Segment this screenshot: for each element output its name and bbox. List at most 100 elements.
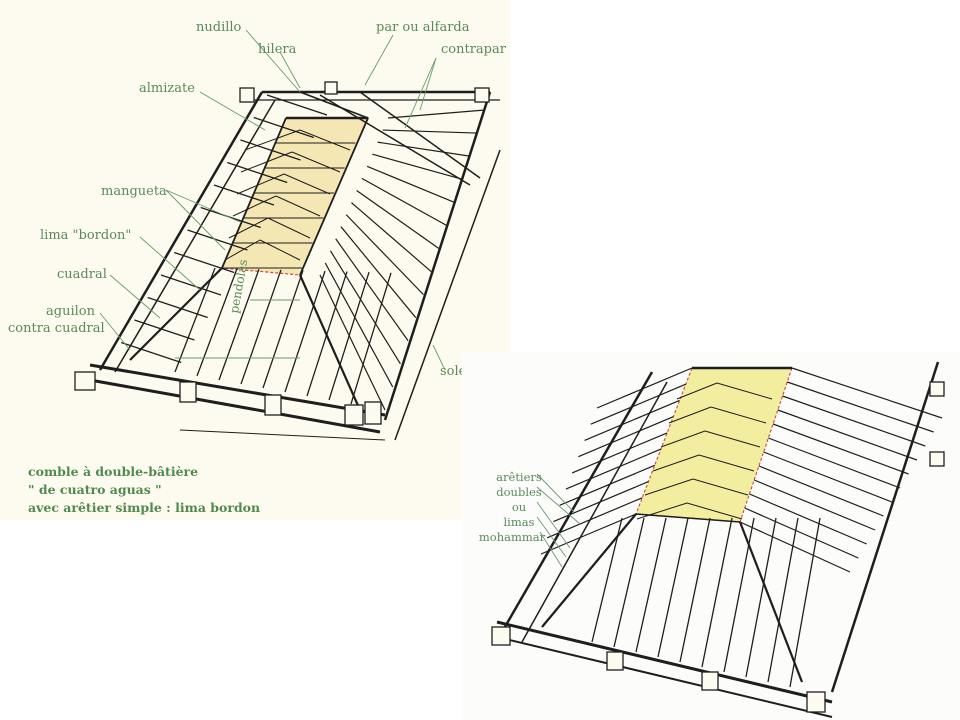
lima-left <box>129 267 223 361</box>
almizate-chevron <box>660 430 706 448</box>
almizate-chevron <box>704 430 761 448</box>
beam-end <box>491 626 511 646</box>
beam-end <box>324 81 338 95</box>
pendola-rafter <box>350 272 392 405</box>
label-mangueta: mangueta <box>101 184 167 199</box>
almizate-chevron <box>259 239 301 261</box>
right-slope-rafter <box>744 507 859 559</box>
caption-line-1: comble à double-bâtière <box>28 464 199 479</box>
right-slope-rafter <box>772 423 909 475</box>
almizate-chevron <box>267 217 311 239</box>
solera-left-inner <box>114 99 276 373</box>
beam-end <box>701 671 719 691</box>
almizate-chevron <box>652 454 700 472</box>
almizate-chevron <box>224 239 261 261</box>
right-slope-rafter <box>382 129 478 134</box>
beam-end <box>364 401 382 425</box>
pendola-rafter <box>306 271 348 397</box>
right-slope-rafter <box>350 202 432 272</box>
left-slope-rafter <box>571 432 668 474</box>
almizate-chevron <box>644 478 694 496</box>
left-slope-rafter <box>596 367 693 409</box>
right-slope-rafter <box>356 189 440 249</box>
almizate-chevron <box>240 151 293 173</box>
label-nudillo: nudillo <box>196 20 242 35</box>
par-beam <box>359 91 481 179</box>
right-slope-rafter <box>782 395 926 447</box>
almizate-chevron <box>283 173 331 195</box>
solera-right <box>383 91 492 421</box>
beam-end <box>929 381 945 397</box>
left-slope-rafter <box>240 139 301 161</box>
beam-end <box>74 371 96 391</box>
pendola-rafter <box>591 517 623 643</box>
top-leader-lines <box>99 29 446 371</box>
almizate-chevron <box>692 478 749 496</box>
left-slope-rafter <box>227 161 288 184</box>
right-slope-rafter <box>777 409 918 461</box>
almizate-chevron <box>291 151 341 173</box>
left-slope-rafter <box>584 399 680 441</box>
almizate-chevron <box>275 195 321 217</box>
left-slope-rafter <box>578 416 674 458</box>
pendola-rafter <box>657 517 689 658</box>
pendola-rafter <box>635 517 667 653</box>
right-slope-rafter <box>319 274 386 411</box>
almizate-chevron <box>710 406 767 424</box>
beam-end <box>179 381 197 403</box>
solera-right-outer <box>394 149 501 441</box>
label-almizate: almizate <box>139 81 195 96</box>
left-slope-rafter <box>565 448 662 490</box>
solera-front <box>89 363 386 417</box>
beam-end <box>606 651 624 671</box>
right-slope-rafter <box>340 226 417 319</box>
almizate-chevron <box>228 217 269 239</box>
lima-right <box>298 274 362 411</box>
lima-right <box>738 521 804 683</box>
label-aretiers: arêtiers <box>496 470 542 484</box>
left-slope-rafter <box>540 513 637 555</box>
right-slope-rafter <box>763 451 893 503</box>
right-slope-rafter <box>749 493 867 545</box>
bottom-leader-lines <box>536 473 581 568</box>
solera-front-lower <box>496 636 833 718</box>
solera-left-inner <box>521 381 668 643</box>
caption-line-2: " de cuatro aguas " <box>28 482 162 497</box>
right-slope-rafter <box>758 465 884 517</box>
right-slope-rafter <box>739 521 851 573</box>
almizate-chevron <box>668 406 712 424</box>
pendola-rafter <box>723 517 755 673</box>
label-ou: ou <box>511 500 527 514</box>
label-limas: limas <box>503 515 535 529</box>
right-slope-rafter <box>361 177 447 226</box>
left-slope-rafter <box>187 229 248 251</box>
left-slope-rafter <box>174 251 235 274</box>
pendola-rafter <box>218 268 260 381</box>
almizate-chevron <box>299 129 351 151</box>
almizate-chevron <box>244 129 301 151</box>
pendola-rafter <box>679 517 711 663</box>
almizate-chevron <box>686 502 743 520</box>
pendola-rafter <box>262 270 304 389</box>
solera-right <box>830 361 940 693</box>
beam-end <box>474 87 490 103</box>
solera-left <box>98 91 264 371</box>
almizate-chevron <box>676 382 718 400</box>
almizate-highlight-bottom <box>636 368 792 522</box>
left-slope-rafter <box>253 116 314 139</box>
almizate-chevron <box>698 454 755 472</box>
contrapar-beam <box>319 94 471 186</box>
pendola-rafter <box>767 517 799 683</box>
top-roof-diagram: nudillo par ou alfarda hilera contrapar … <box>0 0 510 520</box>
beam-end <box>239 87 255 103</box>
almizate-highlight <box>222 118 368 275</box>
beam-end <box>344 404 364 426</box>
left-slope-rafter <box>590 383 687 425</box>
nudillo-beam <box>299 91 369 119</box>
right-slope-rafter <box>366 165 455 203</box>
left-slope-rafter <box>120 341 182 364</box>
beam-end <box>264 394 282 416</box>
almizate-right-edge <box>299 117 369 276</box>
pendola-rafter <box>240 269 282 385</box>
label-contrapar: contrapar <box>441 42 506 57</box>
